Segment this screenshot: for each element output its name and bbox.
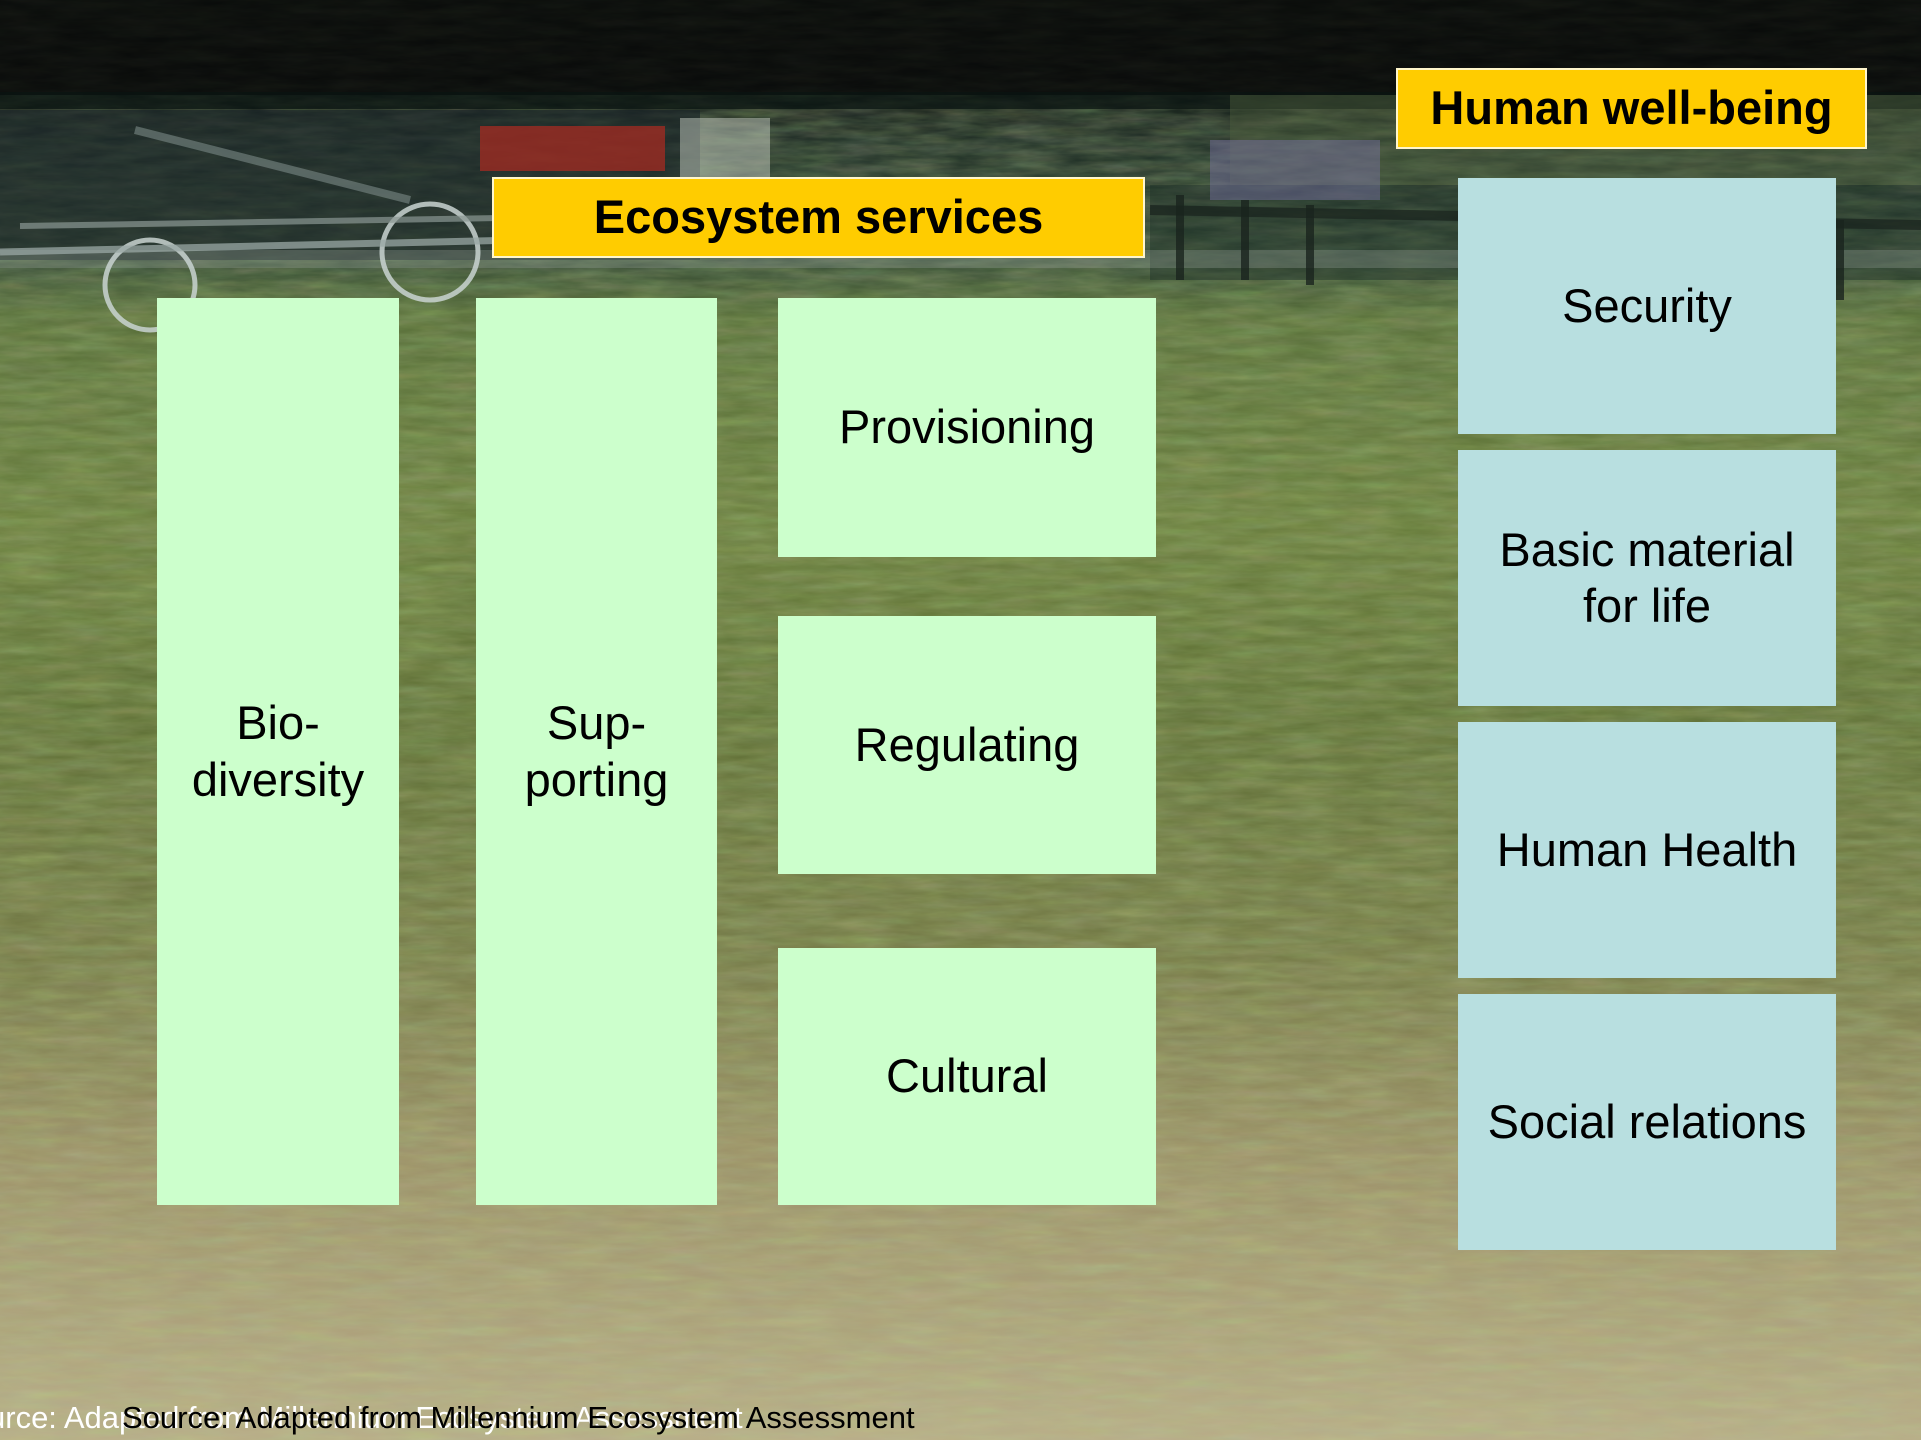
social-relations-box: Social relations	[1458, 994, 1836, 1250]
social-relations-label: Social relations	[1487, 1094, 1807, 1148]
ecosystem-services-header-label: Ecosystem services	[593, 190, 1044, 244]
human-health-box: Human Health	[1458, 722, 1836, 978]
basic-material-box: Basic material for life	[1458, 450, 1836, 706]
security-label: Security	[1562, 278, 1732, 332]
basic-material-label: Basic material for life	[1499, 522, 1795, 632]
ecosystem-services-header: Ecosystem services	[492, 177, 1145, 258]
biodiversity-label: Bio- diversity	[191, 696, 365, 806]
source-text: Source: Adapted from Millennium Ecosyste…	[122, 1400, 915, 1435]
regulating-label: Regulating	[854, 717, 1080, 771]
supporting-services-box: Sup- porting	[476, 298, 717, 1205]
cultural-box: Cultural	[778, 948, 1156, 1205]
provisioning-box: Provisioning	[778, 298, 1156, 557]
human-well-being-header: Human well-being	[1396, 68, 1867, 149]
cultural-label: Cultural	[886, 1049, 1048, 1103]
supporting-label: Sup- porting	[524, 696, 669, 806]
regulating-box: Regulating	[778, 616, 1156, 874]
human-health-label: Human Health	[1496, 822, 1798, 876]
provisioning-label: Provisioning	[838, 400, 1096, 454]
human-well-being-header-label: Human well-being	[1430, 81, 1833, 135]
source-text-ghost: urce: Adapted from Millennium Ecosystem …	[0, 1400, 743, 1435]
security-box: Security	[1458, 178, 1836, 434]
biodiversity-box: Bio- diversity	[157, 298, 399, 1205]
